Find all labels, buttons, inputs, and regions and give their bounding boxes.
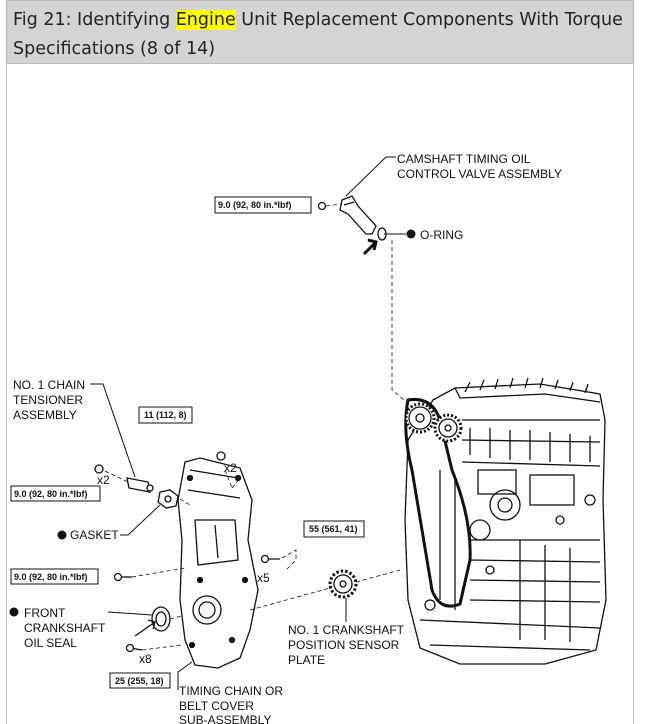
assembly-lines <box>104 203 411 651</box>
torque-boxes <box>10 196 365 689</box>
qty-lower-bolts: x8 <box>139 652 152 666</box>
torque-cover-bolt-lower: 25 (255, 18) <box>115 676 164 686</box>
torque-cover-bolt-side: 9.0 (92, 80 in.*lbf) <box>14 572 88 582</box>
label-chain-tensioner-line1: NO. 1 CHAIN <box>13 378 85 392</box>
gasket <box>157 489 179 509</box>
label-camshaft-valve-line1: CAMSHAFT TIMING OIL <box>397 152 531 166</box>
label-chain-cover-line3: SUB-ASSEMBLY <box>179 713 271 724</box>
caption-text-start: Fig 21: Identifying <box>13 10 176 30</box>
engine-block <box>404 377 607 665</box>
label-chain-tensioner-line2: TENSIONER <box>13 393 83 407</box>
label-chain-tensioner-line3: ASSEMBLY <box>13 408 77 422</box>
camshaft-sprocket <box>404 402 463 443</box>
label-chain-cover-line2: BELT COVER <box>179 699 254 713</box>
label-camshaft-valve-line2: CONTROL VALVE ASSEMBLY <box>397 167 562 181</box>
label-sensor-plate-line3: PLATE <box>288 653 325 667</box>
chain-tensioner <box>126 477 154 493</box>
timing-chain-cover <box>177 457 259 669</box>
label-front-seal-line1: FRONT <box>24 606 66 620</box>
label-front-seal-line2: CRANKSHAFT <box>24 621 106 635</box>
label-front-seal-line3: OIL SEAL <box>24 636 77 650</box>
figure-frame <box>6 0 634 724</box>
fasteners <box>94 451 280 653</box>
torque-cover-stud: 55 (561, 41) <box>309 524 358 534</box>
bullets <box>9 229 416 617</box>
torque-valve-bolt: 9.0 (92, 80 in.*lbf) <box>218 200 292 210</box>
arrows <box>134 238 378 637</box>
label-o-ring: O-RING <box>420 228 463 242</box>
qty-upper-bolts: x2 <box>224 461 237 475</box>
torque-cover-bolt-upper: 11 (112, 8) <box>144 410 187 420</box>
label-sensor-plate-line1: NO. 1 CRANKSHAFT <box>288 623 405 637</box>
label-chain-cover-line1: TIMING CHAIN OR <box>179 684 283 698</box>
qty-tensioner-nuts: x2 <box>97 473 110 487</box>
label-sensor-plate-line2: POSITION SENSOR <box>288 638 400 652</box>
label-gasket: GASKET <box>70 528 119 542</box>
oil-control-valve <box>317 195 387 241</box>
figure-caption: Fig 21: Identifying Engine Unit Replacem… <box>6 0 634 64</box>
crankshaft-sensor-plate <box>328 569 358 599</box>
caption-highlight: Engine <box>175 10 236 30</box>
qty-studs: x5 <box>257 571 270 585</box>
front-oil-seal <box>151 606 171 632</box>
leader-lines <box>90 156 406 690</box>
timing-chain <box>404 397 472 608</box>
torque-tensioner-nut: 9.0 (92, 80 in.*lbf) <box>14 489 88 499</box>
caption-text-end: Unit Replacement Components With Torque … <box>13 10 623 59</box>
